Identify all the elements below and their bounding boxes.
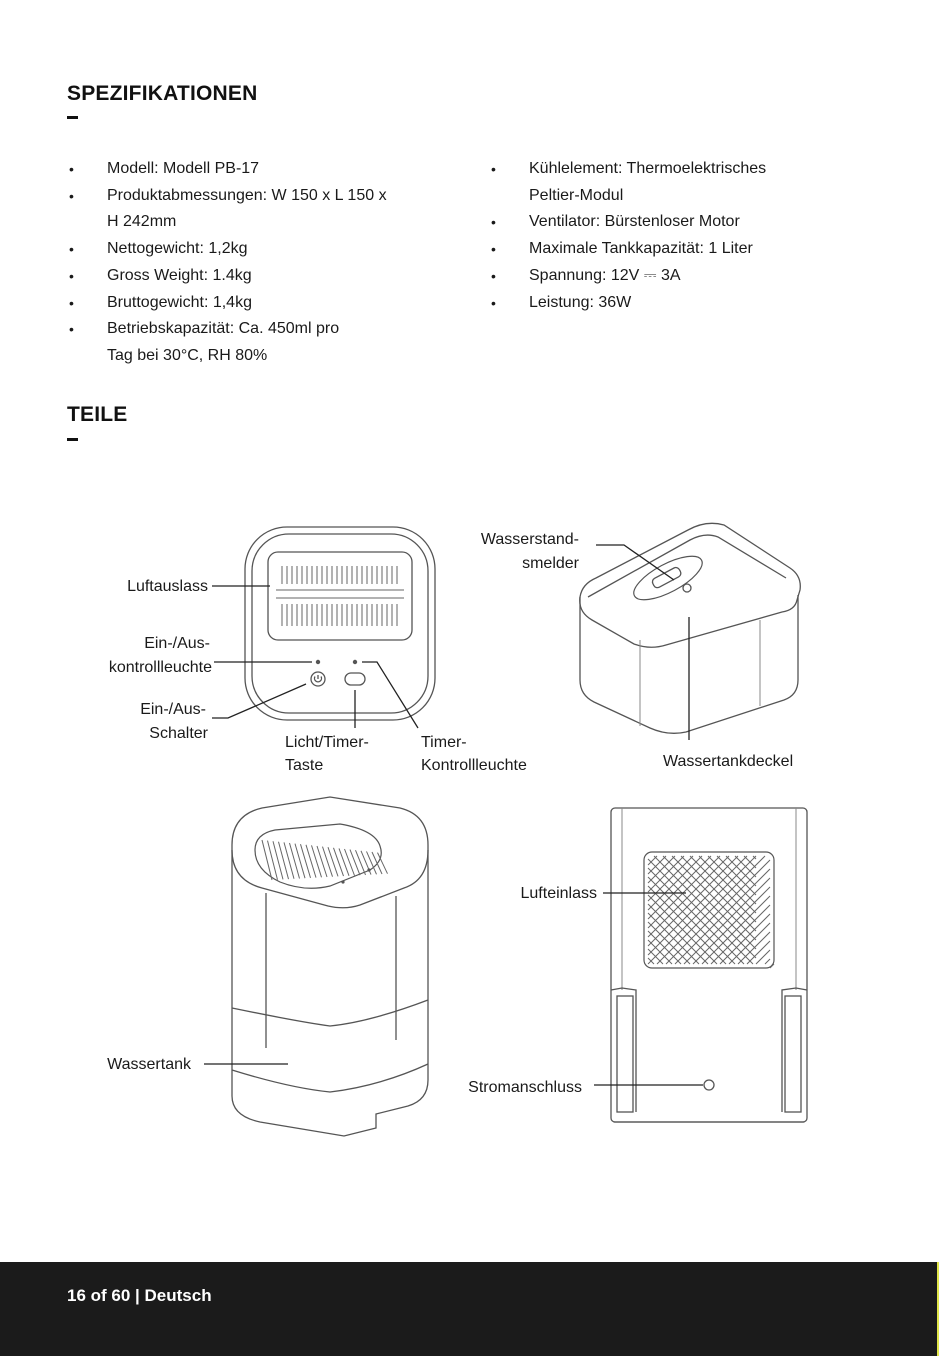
parts-heading-dash bbox=[67, 438, 78, 441]
iso-view bbox=[231, 796, 429, 1137]
light-timer-button-icon bbox=[344, 672, 366, 686]
bullet-icon: • bbox=[491, 241, 496, 258]
label-stromanschluss: Stromanschluss bbox=[468, 1079, 582, 1096]
spec-item: • Leistung: 36W bbox=[489, 290, 909, 317]
iso-grille bbox=[261, 839, 388, 881]
parts-heading: TEILE bbox=[67, 403, 128, 426]
bullet-icon: • bbox=[491, 214, 496, 231]
power-port-icon bbox=[703, 1079, 715, 1091]
spec-list-left: • Modell: Modell PB-17 • Produktabmessungen… bbox=[67, 156, 467, 370]
spec-text: Tag bei 30°C, RH 80% bbox=[107, 346, 268, 364]
label-schalter-2: Schalter bbox=[149, 725, 208, 742]
page-footer: 16 of 60 | Deutsch bbox=[0, 1262, 939, 1356]
spec-text: Leistung: 36W bbox=[529, 293, 632, 311]
label-tankdeckel: Wassertankdeckel bbox=[663, 753, 793, 770]
power-led-icon bbox=[315, 659, 321, 665]
spec-item: • Bruttogewicht: 1,4kg bbox=[67, 290, 467, 317]
spec-item: • Ventilator: Bürstenloser Motor bbox=[489, 209, 909, 236]
spec-text: Maximale Tankkapazität: 1 Liter bbox=[529, 240, 753, 258]
spec-text: Nettogewicht: 1,2kg bbox=[107, 240, 248, 258]
back-view bbox=[610, 807, 808, 1123]
label-timer-1: Timer- bbox=[421, 734, 467, 751]
footer-accent-bar bbox=[937, 1262, 939, 1356]
label-timer-2: Kontrollleuchte bbox=[421, 757, 527, 774]
front-grille bbox=[276, 566, 404, 626]
parts-diagram: Luftauslass Ein-/Aus- kontrollleuchte Ei… bbox=[107, 522, 808, 1137]
label-kontroll-2: kontrollleuchte bbox=[109, 659, 212, 676]
label-luftauslass: Luftauslass bbox=[127, 578, 208, 595]
bullet-icon: • bbox=[69, 187, 74, 204]
power-symbol-icon bbox=[313, 675, 323, 683]
specs-heading: SPEZIFIKATIONEN bbox=[67, 82, 258, 105]
label-wasserstand-1: Wasserstand- bbox=[481, 531, 579, 548]
label-kontroll-1: Ein-/Aus- bbox=[144, 635, 210, 652]
bullet-icon: • bbox=[69, 241, 74, 258]
spec-item: • Modell: Modell PB-17 bbox=[67, 156, 467, 183]
bullet-icon: • bbox=[69, 294, 74, 311]
specs-heading-dash bbox=[67, 116, 78, 119]
spec-text: Kühlelement: Thermoelektrisches bbox=[529, 160, 767, 177]
label-wassertank: Wassertank bbox=[107, 1056, 192, 1073]
label-lufteinlass: Lufteinlass bbox=[521, 885, 598, 902]
spec-item: • Produktabmessungen: W 150 x L 150 x H 24… bbox=[67, 183, 467, 236]
front-top-view bbox=[244, 526, 436, 721]
bullet-icon: • bbox=[491, 267, 496, 284]
bullet-icon: • bbox=[69, 267, 74, 284]
spec-text: Modell: Modell PB-17 bbox=[107, 160, 260, 177]
spec-item: • Spannung: 12V ⎓ 3A bbox=[489, 263, 909, 290]
spec-text: Ventilator: Bürstenloser Motor bbox=[529, 213, 740, 231]
label-taste-1: Licht/Timer- bbox=[285, 734, 369, 751]
spec-text: Betriebskapazität: Ca. 450ml pro bbox=[107, 320, 340, 338]
spec-text: Gross Weight: 1.4kg bbox=[107, 266, 252, 284]
timer-led-icon bbox=[352, 659, 358, 665]
spec-item: • Gross Weight: 1.4kg bbox=[67, 263, 467, 290]
label-schalter-1: Ein-/Aus- bbox=[140, 701, 206, 718]
spec-item: • Maximale Tankkapazität: 1 Liter bbox=[489, 236, 909, 263]
lid-perspective-view bbox=[579, 522, 801, 734]
label-wasserstand-2: smelder bbox=[522, 555, 580, 572]
bullet-icon: • bbox=[491, 294, 496, 311]
spec-text: Produktabmessungen: W 150 x L 150 x bbox=[107, 186, 387, 204]
label-taste-2: Taste bbox=[285, 757, 323, 774]
spec-text: Bruttogewicht: 1,4kg bbox=[107, 293, 252, 311]
bullet-icon: • bbox=[491, 161, 496, 177]
spec-text: Peltier-Modul bbox=[529, 186, 624, 204]
spec-item: • Nettogewicht: 1,2kg bbox=[67, 236, 467, 263]
spec-text: H 242mm bbox=[107, 213, 177, 231]
bullet-icon: • bbox=[69, 321, 74, 338]
bullet-icon: • bbox=[69, 161, 74, 177]
power-button-icon bbox=[310, 671, 326, 687]
spec-text: Spannung: 12V ⎓ 3A bbox=[529, 266, 681, 284]
footer-page-number: 16 of 60 | Deutsch bbox=[67, 1286, 212, 1305]
